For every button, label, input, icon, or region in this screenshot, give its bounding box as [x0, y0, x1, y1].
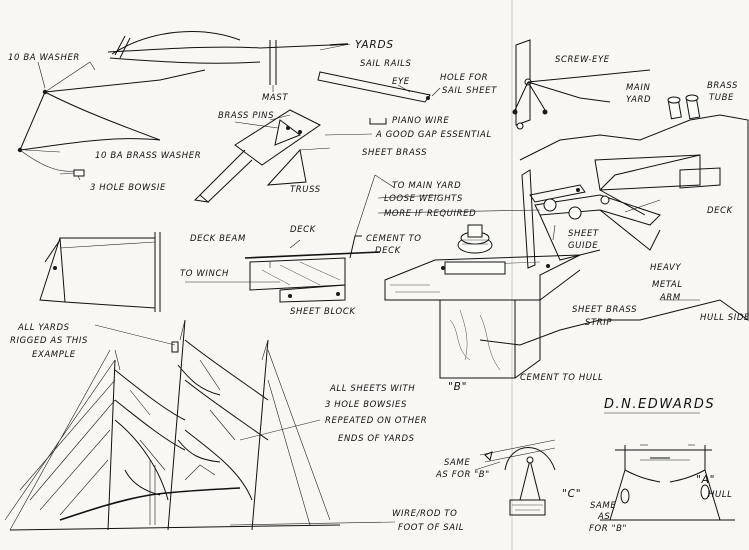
label-sheet-brass-strip-2: STRIP — [585, 318, 612, 328]
label-same-b1-2: AS FOR "B" — [435, 470, 490, 480]
truss-detail — [193, 109, 373, 203]
label-same-b2-2: AS — [597, 512, 610, 522]
label-wire-rod-1: WIRE/ROD TO — [392, 509, 457, 519]
label-arm: ARM — [659, 293, 681, 303]
label-same-b2: SAME — [590, 501, 616, 511]
label-sail-sheet: SAIL SHEET — [442, 86, 497, 96]
label-to-winch: TO WINCH — [180, 269, 229, 279]
label-cement-deck: DECK — [375, 246, 402, 256]
label-all-sheets-3: REPEATED ON OTHER — [325, 416, 427, 426]
label-truss: TRUSS — [290, 185, 321, 195]
label-loose-weights: LOOSE WEIGHTS — [384, 194, 463, 204]
label-main: MAIN — [626, 83, 650, 93]
screw-eye-detail — [512, 39, 651, 130]
yard-with-sail — [107, 31, 351, 92]
detail-c — [474, 439, 556, 516]
yard-sail-detail — [17, 61, 206, 181]
label-cement-to: CEMENT TO — [366, 234, 422, 244]
label-10ba-brass-washer: 10 BA BRASS WASHER — [95, 151, 201, 161]
label-good-gap: A GOOD GAP ESSENTIAL — [375, 130, 492, 140]
leader-lines — [94, 121, 700, 526]
label-sheet-guide-2: GUIDE — [568, 241, 598, 251]
label-hull-side: HULL SIDE — [700, 313, 749, 323]
label-all-sheets-2: 3 HOLE BOWSIES — [325, 400, 407, 410]
label-tube: TUBE — [709, 93, 734, 103]
brass-tubes — [667, 94, 701, 120]
signature: D.N.EDWARDS — [604, 397, 715, 412]
deck-beam-detail — [185, 174, 396, 303]
label-screw-eye: SCREW-EYE — [555, 55, 610, 65]
label-yard: YARD — [626, 95, 651, 105]
label-all-sheets-4: ENDS OF YARDS — [338, 434, 415, 444]
label-sheet-guide-1: SHEET — [568, 229, 599, 239]
label-deck-beam: DECK BEAM — [190, 234, 246, 244]
label-c: "C" — [562, 488, 581, 500]
label-sheet-block: SHEET BLOCK — [290, 307, 356, 317]
label-eye: EYE — [392, 77, 410, 87]
label-all-yards-2: RIGGED AS THIS — [10, 336, 88, 346]
label-same-b1: SAME — [444, 458, 470, 468]
label-piano-wire: PIANO WIRE — [392, 116, 449, 126]
label-deck: DECK — [290, 225, 317, 235]
detail-a — [600, 444, 735, 521]
sheet-mechanism — [521, 154, 721, 269]
label-same-b2-3: FOR "B" — [589, 524, 627, 534]
label-a: "A" — [696, 474, 715, 486]
label-all-sheets-1: ALL SHEETS WITH — [329, 384, 415, 394]
label-brass: BRASS — [707, 81, 738, 91]
label-yards: YARDS — [355, 39, 394, 51]
sail-rail-detail — [317, 71, 441, 125]
label-10ba-washer: 10 BA WASHER — [8, 53, 80, 63]
label-all-yards-3: EXAMPLE — [32, 350, 76, 360]
label-cement-to-hull: CEMENT TO HULL — [520, 373, 603, 383]
label-to-main-yard: TO MAIN YARD — [392, 181, 461, 191]
label-heavy: HEAVY — [650, 263, 681, 273]
label-hull: HULL — [708, 490, 732, 500]
label-metal: METAL — [652, 280, 683, 290]
label-mast: MAST — [262, 93, 288, 103]
label-sail-rails: SAIL RAILS — [360, 59, 412, 69]
deck-block — [384, 224, 581, 379]
label-b: "B" — [448, 381, 467, 393]
label-brass-pins: BRASS PINS — [218, 111, 274, 121]
side-elevation — [39, 232, 161, 312]
label-hole-for: HOLE FOR — [440, 73, 488, 83]
label-deck-right: DECK — [707, 206, 734, 216]
label-more-if-required: MORE IF REQUIRED — [384, 209, 476, 219]
label-sheet-brass-strip-1: SHEET BRASS — [572, 305, 637, 315]
label-all-yards-1: ALL YARDS — [17, 323, 70, 333]
hull-outline — [479, 114, 749, 346]
label-wire-rod-2: FOOT OF SAIL — [398, 523, 464, 533]
label-sheet-brass: SHEET BRASS — [362, 148, 427, 158]
rig-elevation — [4, 319, 341, 531]
label-3-hole-bowsie: 3 HOLE BOWSIE — [90, 183, 166, 193]
